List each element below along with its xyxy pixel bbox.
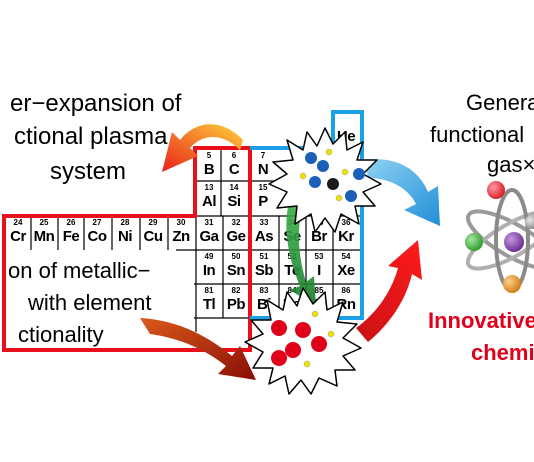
red-particle-1 xyxy=(271,320,287,336)
metallic-line1: on of metallic− xyxy=(8,258,151,283)
atom-orange-ball xyxy=(503,275,521,293)
atom-icon xyxy=(465,181,534,293)
plasma-title-line3: system xyxy=(50,158,127,185)
yellow-particle-6 xyxy=(327,330,335,338)
orange-curved-arrow xyxy=(162,124,243,172)
darkred-arrow xyxy=(140,318,256,380)
metallic-line2: with element xyxy=(28,290,152,315)
yellow-particle-7 xyxy=(303,360,311,368)
blue-particle-4 xyxy=(353,168,365,180)
red-particle-3 xyxy=(285,342,301,358)
innovative-text: Innovative xyxy=(428,308,534,333)
bottom-plasma-burst xyxy=(244,287,362,395)
general-title-line3: gas× xyxy=(487,152,534,177)
blue-particle-3 xyxy=(309,176,321,188)
yellow-particle-4 xyxy=(335,194,343,202)
chemi-text: chemi xyxy=(471,340,534,365)
green-down-arrow xyxy=(286,200,316,306)
yellow-particle-1 xyxy=(325,148,333,156)
yellow-particle-5 xyxy=(311,310,319,318)
top-plasma-burst xyxy=(268,127,382,233)
atom-gray-ball xyxy=(525,215,534,229)
red-up-arrow xyxy=(356,240,422,342)
blue-particle-2 xyxy=(317,160,329,172)
red-particle-5 xyxy=(271,350,287,366)
yellow-particle-2 xyxy=(341,168,349,176)
plasma-title-line1: er−expansion of xyxy=(10,90,182,117)
atom-red-ball xyxy=(487,181,505,199)
yellow-particle-3 xyxy=(299,172,307,180)
blue-right-arrow xyxy=(365,159,440,226)
metallic-line3: ctionality xyxy=(18,322,104,347)
blue-particle-5 xyxy=(345,190,357,202)
red-particle-2 xyxy=(295,322,311,338)
red-particle-4 xyxy=(311,336,327,352)
plasma-title-line2: ctional plasma xyxy=(14,123,168,150)
atom-purple-ball xyxy=(504,232,524,252)
atom-green-ball xyxy=(465,233,483,251)
blue-particle-1 xyxy=(305,152,317,164)
black-particle-1 xyxy=(327,178,339,190)
general-title-line2: functional xyxy=(430,122,525,147)
general-title-line1: Genera xyxy=(466,90,534,115)
